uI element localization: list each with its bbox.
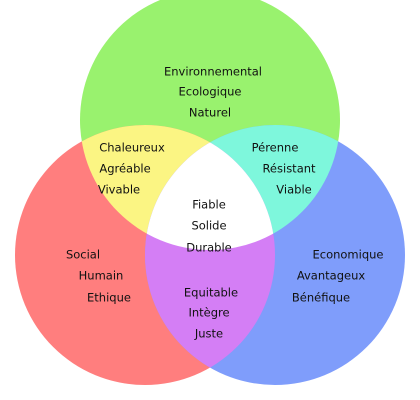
label-top-2: Ecologique	[178, 85, 241, 99]
labels-top-left: Chaleureux Agréable Vivable	[98, 141, 165, 197]
label-top-left-3: Vivable	[98, 183, 140, 197]
labels-center: Fiable Solide Durable	[186, 198, 232, 255]
label-right-3: Bénéfique	[292, 291, 350, 305]
labels-top: Environnemental Ecologique Naturel	[164, 65, 262, 120]
label-top-left-2: Agréable	[99, 162, 150, 176]
labels-left-right: Equitable Intègre Juste	[184, 286, 238, 341]
label-left-right-1: Equitable	[184, 286, 238, 300]
label-center-1: Fiable	[192, 198, 226, 212]
label-top-right-2: Résistant	[262, 162, 316, 176]
overlap-center	[145, 125, 275, 250]
label-left-1: Social	[66, 248, 100, 262]
label-right-2: Avantageux	[297, 269, 366, 283]
label-top-3: Naturel	[189, 106, 231, 120]
labels-left: Social Humain Ethique	[66, 248, 131, 305]
label-left-right-3: Juste	[194, 327, 223, 341]
label-top-1: Environnemental	[164, 65, 262, 79]
label-center-3: Durable	[186, 241, 232, 255]
label-left-2: Humain	[79, 269, 124, 283]
label-left-right-2: Intègre	[188, 306, 229, 320]
label-top-right-3: Viable	[276, 183, 311, 197]
label-center-2: Solide	[191, 219, 226, 233]
label-left-3: Ethique	[87, 291, 131, 305]
labels-right: Economique Avantageux Bénéfique	[292, 248, 384, 305]
label-right-1: Economique	[312, 248, 383, 262]
label-top-right-1: Pérenne	[252, 141, 299, 155]
label-top-left-1: Chaleureux	[99, 141, 165, 155]
labels-top-right: Pérenne Résistant Viable	[252, 141, 316, 197]
